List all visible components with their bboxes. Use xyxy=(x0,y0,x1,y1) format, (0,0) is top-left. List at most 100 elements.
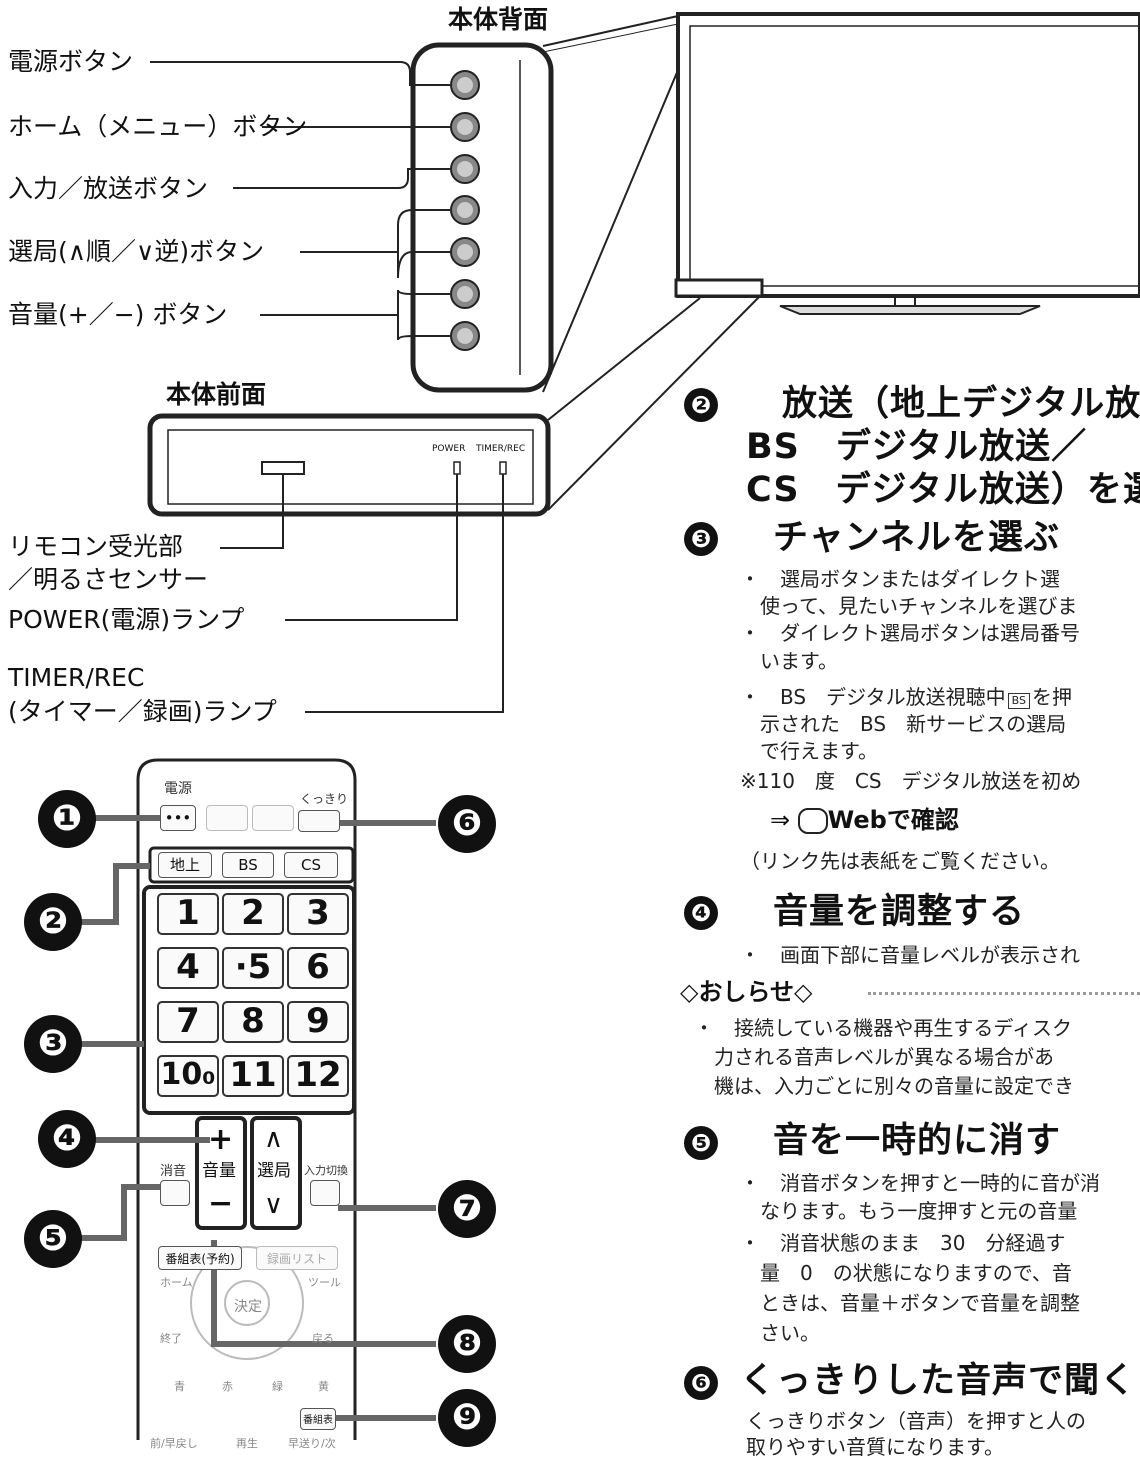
front-panel-illustration xyxy=(147,295,761,713)
s4-line: ・ 画面下部に音量レベルが表示され xyxy=(740,943,1080,967)
tool-label: ツール xyxy=(308,1276,341,1289)
badge-8: ❽ xyxy=(438,1315,496,1373)
web-confirm[interactable]: ⇒ Webで確認 xyxy=(770,805,959,835)
channel-down[interactable]: ∨ xyxy=(264,1190,284,1220)
bottom-label-3: 早送り/次 xyxy=(288,1437,336,1450)
label-sensor: リモコン受光部 xyxy=(8,532,184,561)
remote-num-2[interactable]: 2 xyxy=(222,893,284,935)
label-power-button: 電源ボタン xyxy=(8,47,134,76)
label-home-button: ホーム（メニュー）ボタン xyxy=(8,112,308,141)
s3-line-6: 示された BS 新サービスの選局 xyxy=(740,712,1067,736)
enter-label[interactable]: 決定 xyxy=(234,1299,262,1315)
book-icon xyxy=(797,808,828,834)
front-panel-title: 本体前面 xyxy=(166,380,267,409)
remote-cs-button[interactable]: CS xyxy=(284,852,338,878)
s3-line-7: で行えます。 xyxy=(740,739,878,763)
s5-line-6: さい。 xyxy=(740,1321,820,1345)
s5-line-2: なります。もう一度押すと元の音量 xyxy=(740,1199,1078,1223)
notice-line-2: 力される音声レベルが異なる場合があ xyxy=(694,1045,1054,1069)
s3-line-5-after: を押 xyxy=(1032,685,1073,709)
section2-line1: 放送（地上デジタル放 xyxy=(782,384,1140,424)
s6-line-2: 取りやすい音質になります。 xyxy=(746,1435,1004,1459)
s3-line-2: 使って、見たいチャンネルを選びま xyxy=(740,594,1078,618)
channel-up[interactable]: ∧ xyxy=(264,1124,284,1154)
remote-power-label: 電源 xyxy=(164,781,192,797)
bottom-label-2: 再生 xyxy=(236,1437,258,1450)
remote-guide2-button[interactable]: 番組表 xyxy=(300,1408,336,1430)
remote-num-9[interactable]: 9 xyxy=(287,1001,349,1043)
notice-divider xyxy=(868,992,1140,995)
badge-7: ❼ xyxy=(438,1180,496,1238)
label-timer-lamp: TIMER/REC xyxy=(8,663,145,692)
s3-line-1: ・ 選局ボタンまたはダイレクト選 xyxy=(740,567,1060,591)
label-power-lamp: POWER(電源)ランプ xyxy=(8,605,245,634)
notice-line-3: 機は、入力ごとに別々の音量に設定でき xyxy=(694,1074,1074,1098)
volume-label: 音量 xyxy=(202,1161,236,1181)
back-panel-title: 本体背面 xyxy=(448,5,549,34)
s3-line-4: います。 xyxy=(740,649,838,673)
remote-kukkiri-button[interactable] xyxy=(298,810,340,832)
remote-guide-button[interactable]: 番組表(予約) xyxy=(158,1246,242,1270)
web-arrow: ⇒ xyxy=(770,806,791,834)
color-red-label: 赤 xyxy=(222,1380,233,1393)
timer-text: TIMER/REC xyxy=(476,444,526,454)
section4-title: 音量を調整する xyxy=(773,892,1026,932)
badge-9: ❾ xyxy=(438,1389,496,1447)
label-input-button: 入力／放送ボタン xyxy=(8,174,209,203)
notice-title: ◇おしらせ◇ xyxy=(680,978,813,1006)
remote-num-4[interactable]: 4 xyxy=(157,947,219,989)
remote-kukkiri-label: くっきり xyxy=(300,792,349,806)
channel-label: 選局 xyxy=(257,1161,291,1181)
remote-num-6[interactable]: 6 xyxy=(287,947,349,989)
remote-num-11[interactable]: 11 xyxy=(222,1055,284,1097)
remote-num-10[interactable]: 10₀ xyxy=(157,1055,219,1097)
back-label: 戻る xyxy=(312,1332,334,1345)
section5-badge: ❺ xyxy=(684,1126,718,1160)
remote-mute-button[interactable] xyxy=(160,1180,190,1206)
remote-num-1[interactable]: 1 xyxy=(157,893,219,935)
badge-6: ❻ xyxy=(438,795,496,853)
remote-blank-button-2[interactable] xyxy=(252,805,294,831)
label-sensor-2: ／明るさセンサー xyxy=(8,565,209,594)
bs-key-icon: BS xyxy=(1007,693,1031,709)
s3-link-note: （リンク先は表紙をご覧ください。 xyxy=(740,849,1060,873)
remote-num-3[interactable]: 3 xyxy=(287,893,349,935)
s5-line-3: ・ 消音状態のまま 30 分経過す xyxy=(740,1231,1066,1255)
label-timer-lamp-2: (タイマー／録画)ランプ xyxy=(8,697,277,726)
bottom-label-1: 前/早戻し xyxy=(150,1437,198,1450)
remote-num-8[interactable]: 8 xyxy=(222,1001,284,1043)
remote-num-12[interactable]: 12 xyxy=(287,1055,349,1097)
remote-num-7[interactable]: 7 xyxy=(157,1001,219,1043)
color-yellow-label: 黄 xyxy=(318,1380,329,1393)
volume-minus[interactable]: − xyxy=(208,1186,234,1221)
section6-badge: ❻ xyxy=(684,1366,718,1400)
s6-line-1: くっきりボタン（音声）を押すと人の xyxy=(746,1409,1086,1433)
s5-line-1: ・ 消音ボタンを押すと一時的に音が消 xyxy=(740,1171,1100,1195)
remote-reclist-button[interactable]: 録画リスト xyxy=(256,1246,338,1270)
remote-input-button[interactable] xyxy=(310,1180,340,1206)
back-panel-illustration xyxy=(150,42,554,393)
badge-4: ❹ xyxy=(38,1110,96,1168)
end-label: 終了 xyxy=(160,1332,182,1345)
label-volume-button: 音量(+／−) ボタン xyxy=(8,300,228,329)
section6-title: くっきりした音声で聞く xyxy=(740,1361,1137,1401)
section2-line3: CS デジタル放送）を選 xyxy=(746,470,1140,510)
section3-badge: ❸ xyxy=(684,522,718,556)
web-text: Webで確認 xyxy=(827,806,959,834)
section4-badge: ❹ xyxy=(684,896,718,930)
badge-1: ❶ xyxy=(38,790,96,848)
home-label: ホーム xyxy=(160,1276,193,1289)
badge-5: ❺ xyxy=(24,1210,82,1268)
volume-plus[interactable]: + xyxy=(208,1122,234,1157)
section3-title: チャンネルを選ぶ xyxy=(773,518,1060,558)
label-channel-button: 選局(∧順／∨逆)ボタン xyxy=(8,237,265,266)
section2-line2: BS デジタル放送／ xyxy=(746,427,1088,467)
badge-2: ❷ xyxy=(24,893,82,951)
remote-terrestrial-button[interactable]: 地上 xyxy=(158,852,212,878)
s5-line-5: ときは、音量＋ボタンで音量を調整 xyxy=(740,1291,1080,1315)
remote-bs-button[interactable]: BS xyxy=(222,852,274,878)
remote-power-button[interactable]: ••• xyxy=(160,805,196,831)
remote-blank-button-1[interactable] xyxy=(206,805,248,831)
remote-num-5[interactable]: ·5 xyxy=(222,947,284,989)
